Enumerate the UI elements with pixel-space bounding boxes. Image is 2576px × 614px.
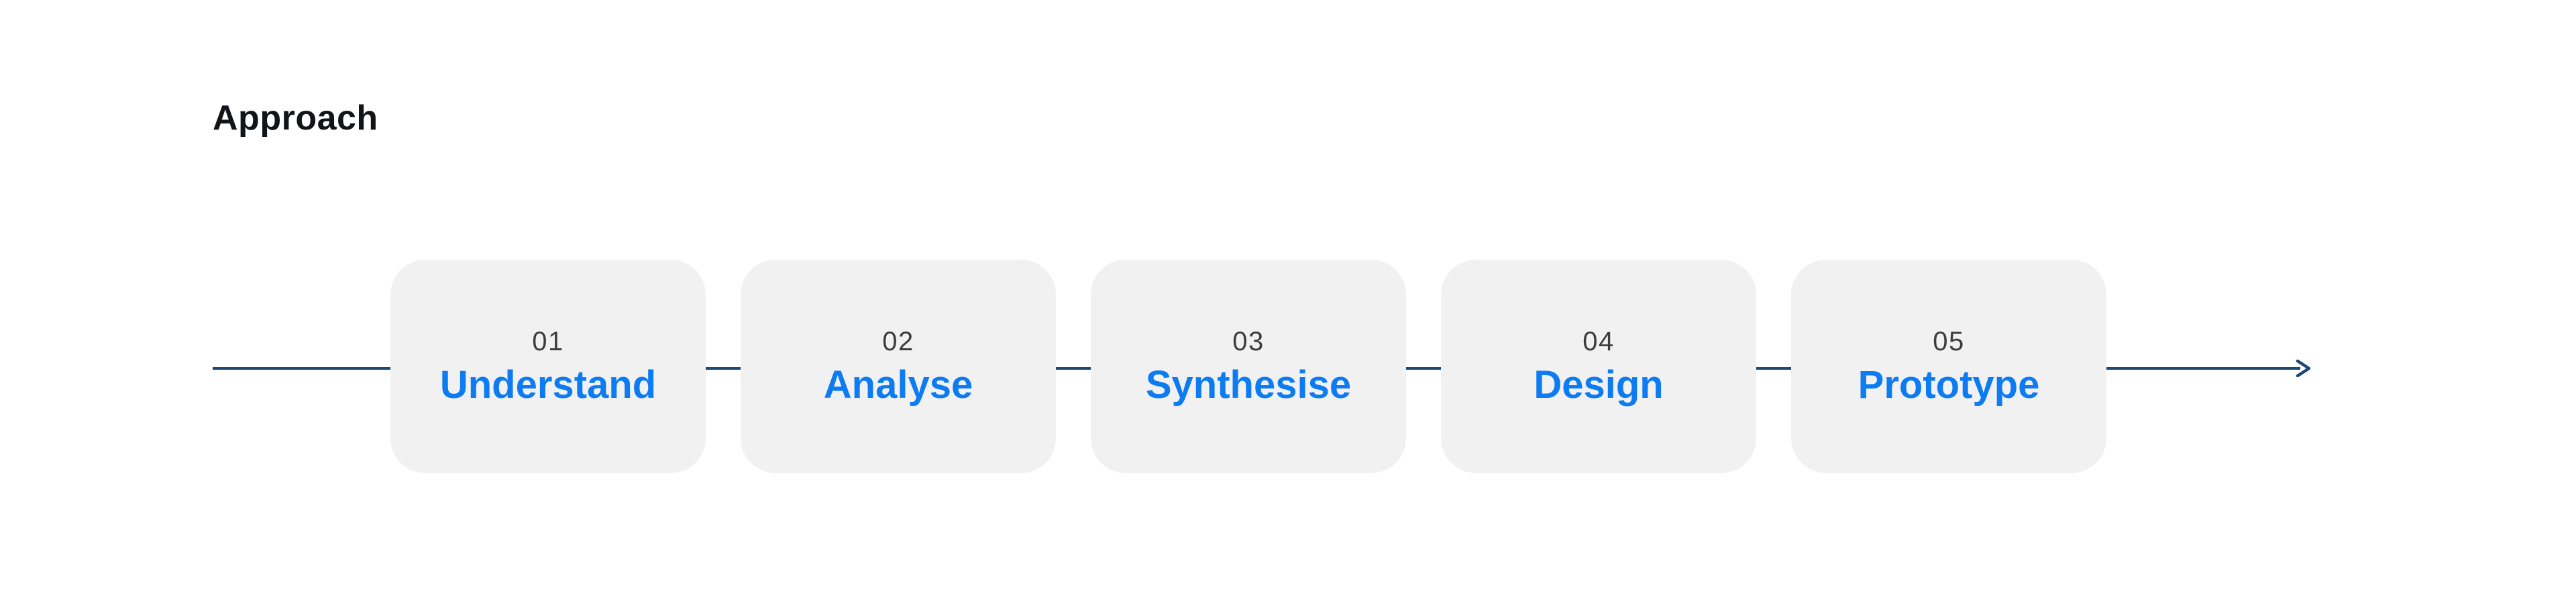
page-title: Approach xyxy=(213,99,378,138)
step-label: Synthesise xyxy=(1145,363,1352,407)
step-number: 01 xyxy=(532,327,564,356)
step-card: 02 Analyse xyxy=(741,260,1056,473)
step-card: 03 Synthesise xyxy=(1091,260,1406,473)
step-card: 01 Understand xyxy=(390,260,706,473)
step-number: 03 xyxy=(1232,327,1265,356)
step-number: 04 xyxy=(1582,327,1615,356)
timeline-steps: 01 Understand 02 Analyse 03 Synthesise 0… xyxy=(390,260,2106,473)
step-card: 05 Prototype xyxy=(1791,260,2106,473)
step-number: 05 xyxy=(1933,327,1965,356)
step-label: Prototype xyxy=(1858,363,2040,407)
step-label: Understand xyxy=(439,363,657,407)
step-number: 02 xyxy=(882,327,914,356)
arrow-right-icon xyxy=(2296,359,2311,378)
step-label: Design xyxy=(1534,363,1664,407)
step-card: 04 Design xyxy=(1441,260,1756,473)
step-label: Analyse xyxy=(823,363,973,407)
